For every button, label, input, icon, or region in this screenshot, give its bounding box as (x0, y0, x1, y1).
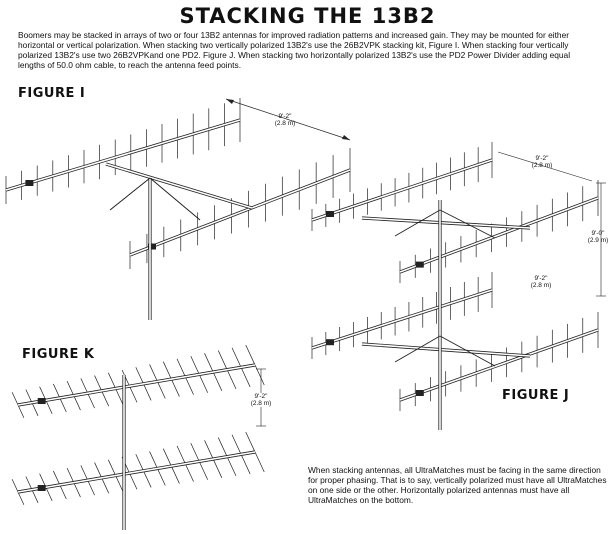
figure-j-middle-dimension-metric: (2.8 m) (530, 282, 552, 289)
ultramatch-block (37, 398, 46, 404)
antenna-boom-highlight (311, 159, 493, 221)
figure-j-brace (394, 209, 441, 237)
ultramatch-note: When stacking antennas, all UltraMatches… (308, 465, 607, 505)
figure-j-side-dimension: 9'-0" (2.9 m) (583, 230, 613, 244)
figure-j-top-dimension-imperial: 9'-2" (535, 155, 549, 162)
figure-i-antennas (5, 98, 351, 320)
figure-j-side-dimension-imperial: 9'-0" (591, 230, 605, 237)
figure-k-label: FIGURE K (22, 347, 95, 362)
antenna-boom-highlight (399, 329, 599, 401)
figure-k-dimension-metric: (2.8 m) (250, 400, 272, 407)
figure-i-dimension-imperial: 9'-2" (278, 113, 292, 120)
figure-i-label: FIGURE I (18, 86, 86, 101)
figure-i-cross-boom-highlight (105, 163, 253, 209)
figure-i-brace (109, 177, 151, 211)
ultramatch-block (415, 261, 424, 268)
figure-k-dimension: 9'-2" (2.8 m) (246, 393, 276, 407)
figure-j-middle-dimension-imperial: 9'-2" (534, 275, 548, 282)
ultramatch-block (37, 485, 46, 491)
ultramatch-block (25, 180, 34, 186)
figure-i-dimension-metric: (2.8 m) (274, 120, 296, 127)
figure-j-dimension-lines (497, 151, 606, 297)
figure-j-label: FIGURE J (502, 388, 570, 403)
figure-i-dimension: 9'-2" (2.8 m) (268, 113, 302, 127)
page-title: STACKING THE 13B2 (179, 4, 436, 28)
antenna-boom-highlight (311, 289, 493, 349)
ultramatch-block (415, 390, 424, 396)
figure-k-dimension-imperial: 9'-2" (254, 393, 268, 400)
antenna-boom-highlight (17, 364, 256, 406)
figure-j-brace (394, 335, 441, 363)
antenna-boom-highlight (17, 451, 256, 493)
antenna-boom-highlight (129, 169, 351, 256)
figure-j-brace (439, 335, 496, 367)
ultramatch-block (148, 243, 156, 250)
figure-j-upper-cross-boom-highlight (361, 217, 531, 229)
figure-i-dimension-line (225, 98, 351, 141)
figure-j-side-dimension-metric: (2.9 m) (587, 237, 609, 244)
antenna-boom-highlight (5, 119, 241, 191)
figure-i-brace (149, 177, 201, 221)
figure-j-brace (439, 209, 496, 239)
ultramatch-block (326, 211, 334, 217)
figure-k-antennas (11, 344, 265, 530)
ultramatch-block (326, 339, 334, 346)
figure-j-lower-cross-boom-highlight (361, 343, 531, 357)
figure-j-middle-dimension: 9'-2" (2.8 m) (524, 275, 558, 289)
figure-j-antennas (311, 142, 599, 430)
figure-j-top-dimension-metric: (2.8 m) (531, 162, 553, 169)
figure-j-top-dimension: 9'-2" (2.8 m) (525, 155, 559, 169)
intro-paragraph: Boomers may be stacked in arrays of two … (18, 30, 571, 70)
antenna-boom-highlight (399, 197, 599, 273)
